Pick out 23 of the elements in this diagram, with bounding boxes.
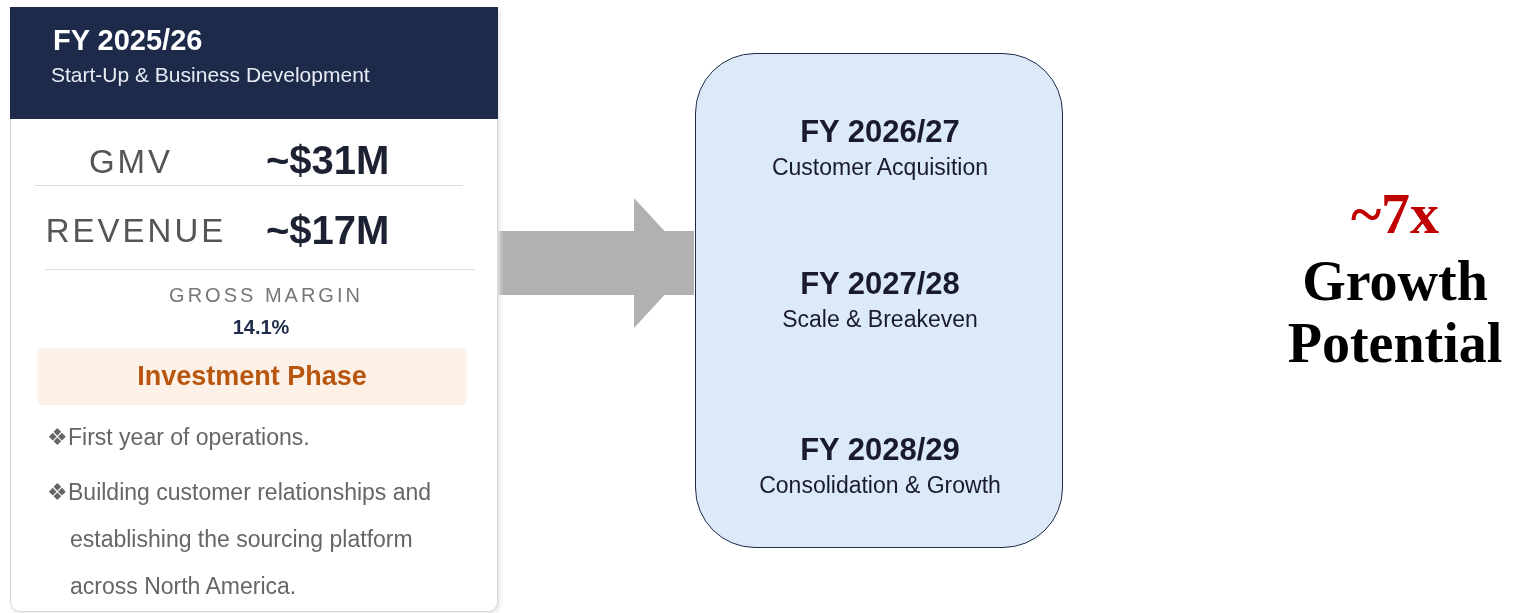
year-heading: FY 2027/28 [799, 266, 961, 302]
phase-label: Customer Acquisition [770, 154, 989, 181]
metric-value: ~$17M [266, 208, 390, 253]
growth-caption: Growth Potential [1286, 250, 1504, 374]
summary-card [10, 7, 498, 612]
phase-label: Investment Phase [136, 361, 368, 392]
year-heading: FY 2028/29 [799, 432, 961, 468]
metric-value: 14.1% [231, 316, 291, 339]
year-heading: FY 2026/27 [799, 114, 961, 150]
block-arrow [498, 198, 694, 328]
growth-multiple: ~7x [1349, 180, 1441, 247]
metric-name: REVENUE [44, 212, 228, 250]
year-heading: FY 2025/26 [53, 24, 203, 57]
metric-name: GROSS MARGIN [168, 284, 364, 307]
phase-label: Scale & Breakeven [781, 306, 979, 333]
phase-banner [37, 348, 467, 405]
metric-name: GMV [87, 143, 175, 181]
metric-value: ~$31M [266, 138, 390, 183]
phase-subtitle: Start-Up & Business Development [51, 63, 370, 87]
bullet-text: ❖First year of operations. [47, 424, 311, 451]
bullet-text: ❖Building customer relationships and establishing the sourcing platform across North America. [47, 478, 433, 601]
phase-label: Consolidation & Growth [758, 472, 1002, 499]
roadmap-box [695, 53, 1063, 548]
